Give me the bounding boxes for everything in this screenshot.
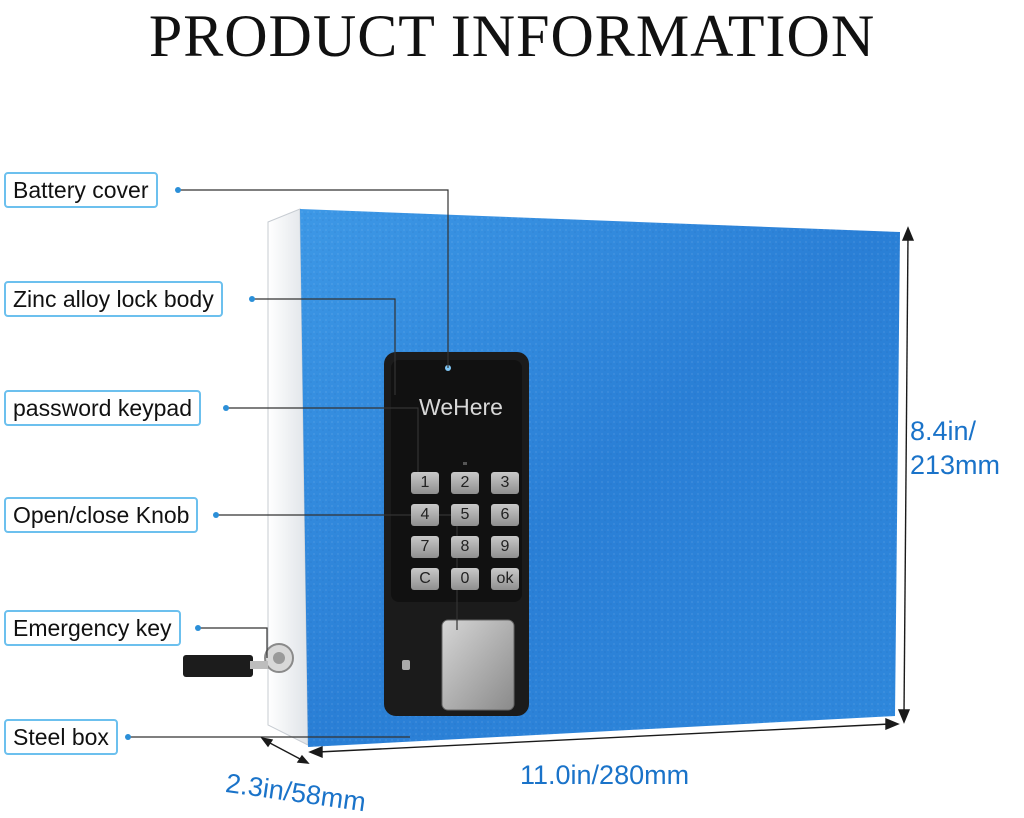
callout-lock-body: Zinc alloy lock body (4, 281, 223, 317)
keypad-key: 5 (451, 504, 479, 526)
keypad-key: 0 (451, 568, 479, 590)
keypad-key: ok (491, 568, 519, 590)
callout-keypad: password keypad (4, 390, 201, 426)
callout-steel-box: Steel box (4, 719, 118, 755)
emergency-key (183, 655, 253, 677)
keypad-key: 3 (491, 472, 519, 494)
callout-emergency-key: Emergency key (4, 610, 181, 646)
keypad-key: 4 (411, 504, 439, 526)
keypad-key: C (411, 568, 439, 590)
open-close-knob (441, 619, 515, 711)
dimension-width: 11.0in/280mm (520, 760, 690, 790)
callout-battery-cover: Battery cover (4, 172, 158, 208)
keypad-key: 8 (451, 536, 479, 558)
keypad-key: 9 (491, 536, 519, 558)
keypad-key: 7 (411, 536, 439, 558)
dimension-height-mm: 213mm (910, 450, 1001, 480)
password-keypad: 1 2 3 4 5 6 7 8 9 C 0 ok (411, 472, 519, 590)
page-title: PRODUCT INFORMATION (148, 3, 876, 69)
keypad-key: 6 (491, 504, 519, 526)
keypad-key: 2 (451, 472, 479, 494)
dimension-height-in: 8.4in/ (910, 416, 977, 446)
keypad-key: 1 (411, 472, 439, 494)
brand-logo-text: WeHere (419, 394, 503, 420)
callout-knob: Open/close Knob (4, 497, 199, 533)
